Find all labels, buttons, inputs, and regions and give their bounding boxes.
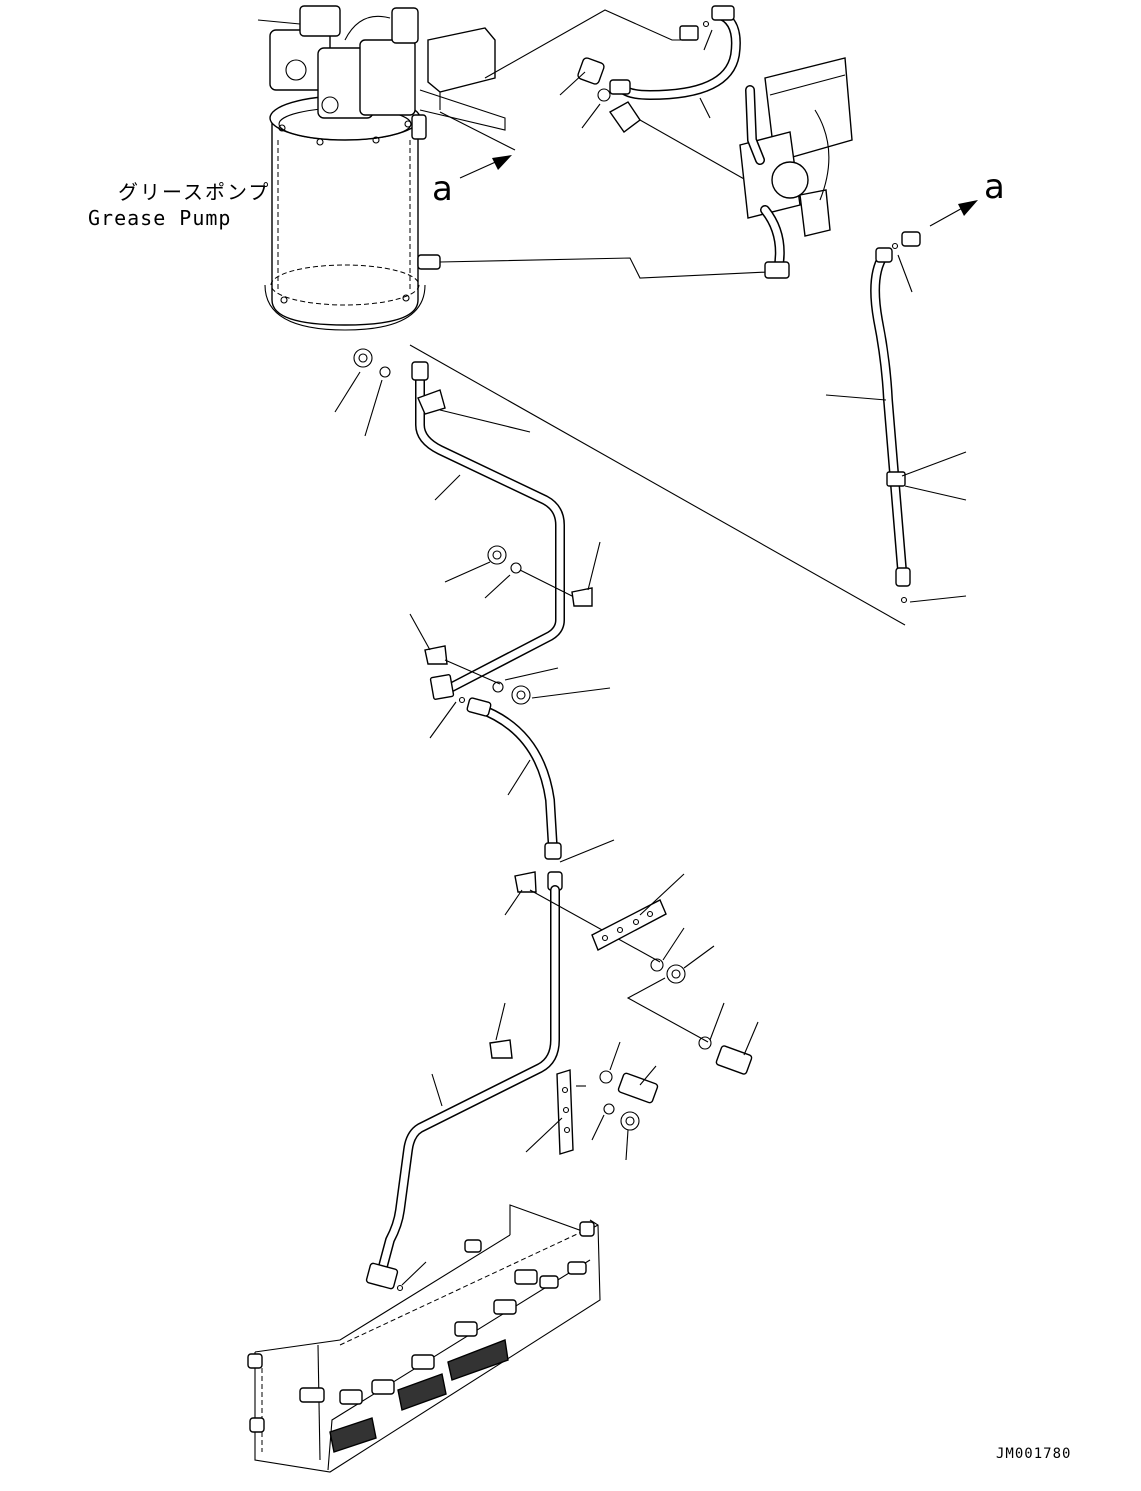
grease-pump-motor-unit — [257, 5, 506, 140]
diagram-title-japanese: グリースポンプ — [118, 180, 271, 204]
drawing-number: JM001780 — [996, 1446, 1072, 1462]
manifold-fittings — [247, 1221, 595, 1433]
view-arrow-left — [459, 155, 512, 179]
right-grease-hose — [409, 231, 967, 626]
upper-steel-pipe — [334, 348, 611, 739]
view-label-left: a — [432, 169, 453, 209]
diagram-title-english: Grease Pump — [88, 206, 232, 230]
view-arrow-right — [929, 200, 978, 227]
manifold-mesh-pads — [329, 1339, 509, 1453]
mounting-bracket-upper — [591, 873, 759, 1075]
pump-connection-lines — [439, 9, 769, 279]
middle-flexible-hose — [458, 696, 615, 863]
distribution-valve-block — [739, 57, 853, 279]
lubrication-manifold — [247, 1204, 601, 1473]
mounting-bracket-lower — [525, 1041, 659, 1161]
view-label-right: a — [984, 167, 1005, 207]
top-hose-assembly — [559, 5, 761, 189]
lower-steel-pipe — [365, 871, 661, 1292]
